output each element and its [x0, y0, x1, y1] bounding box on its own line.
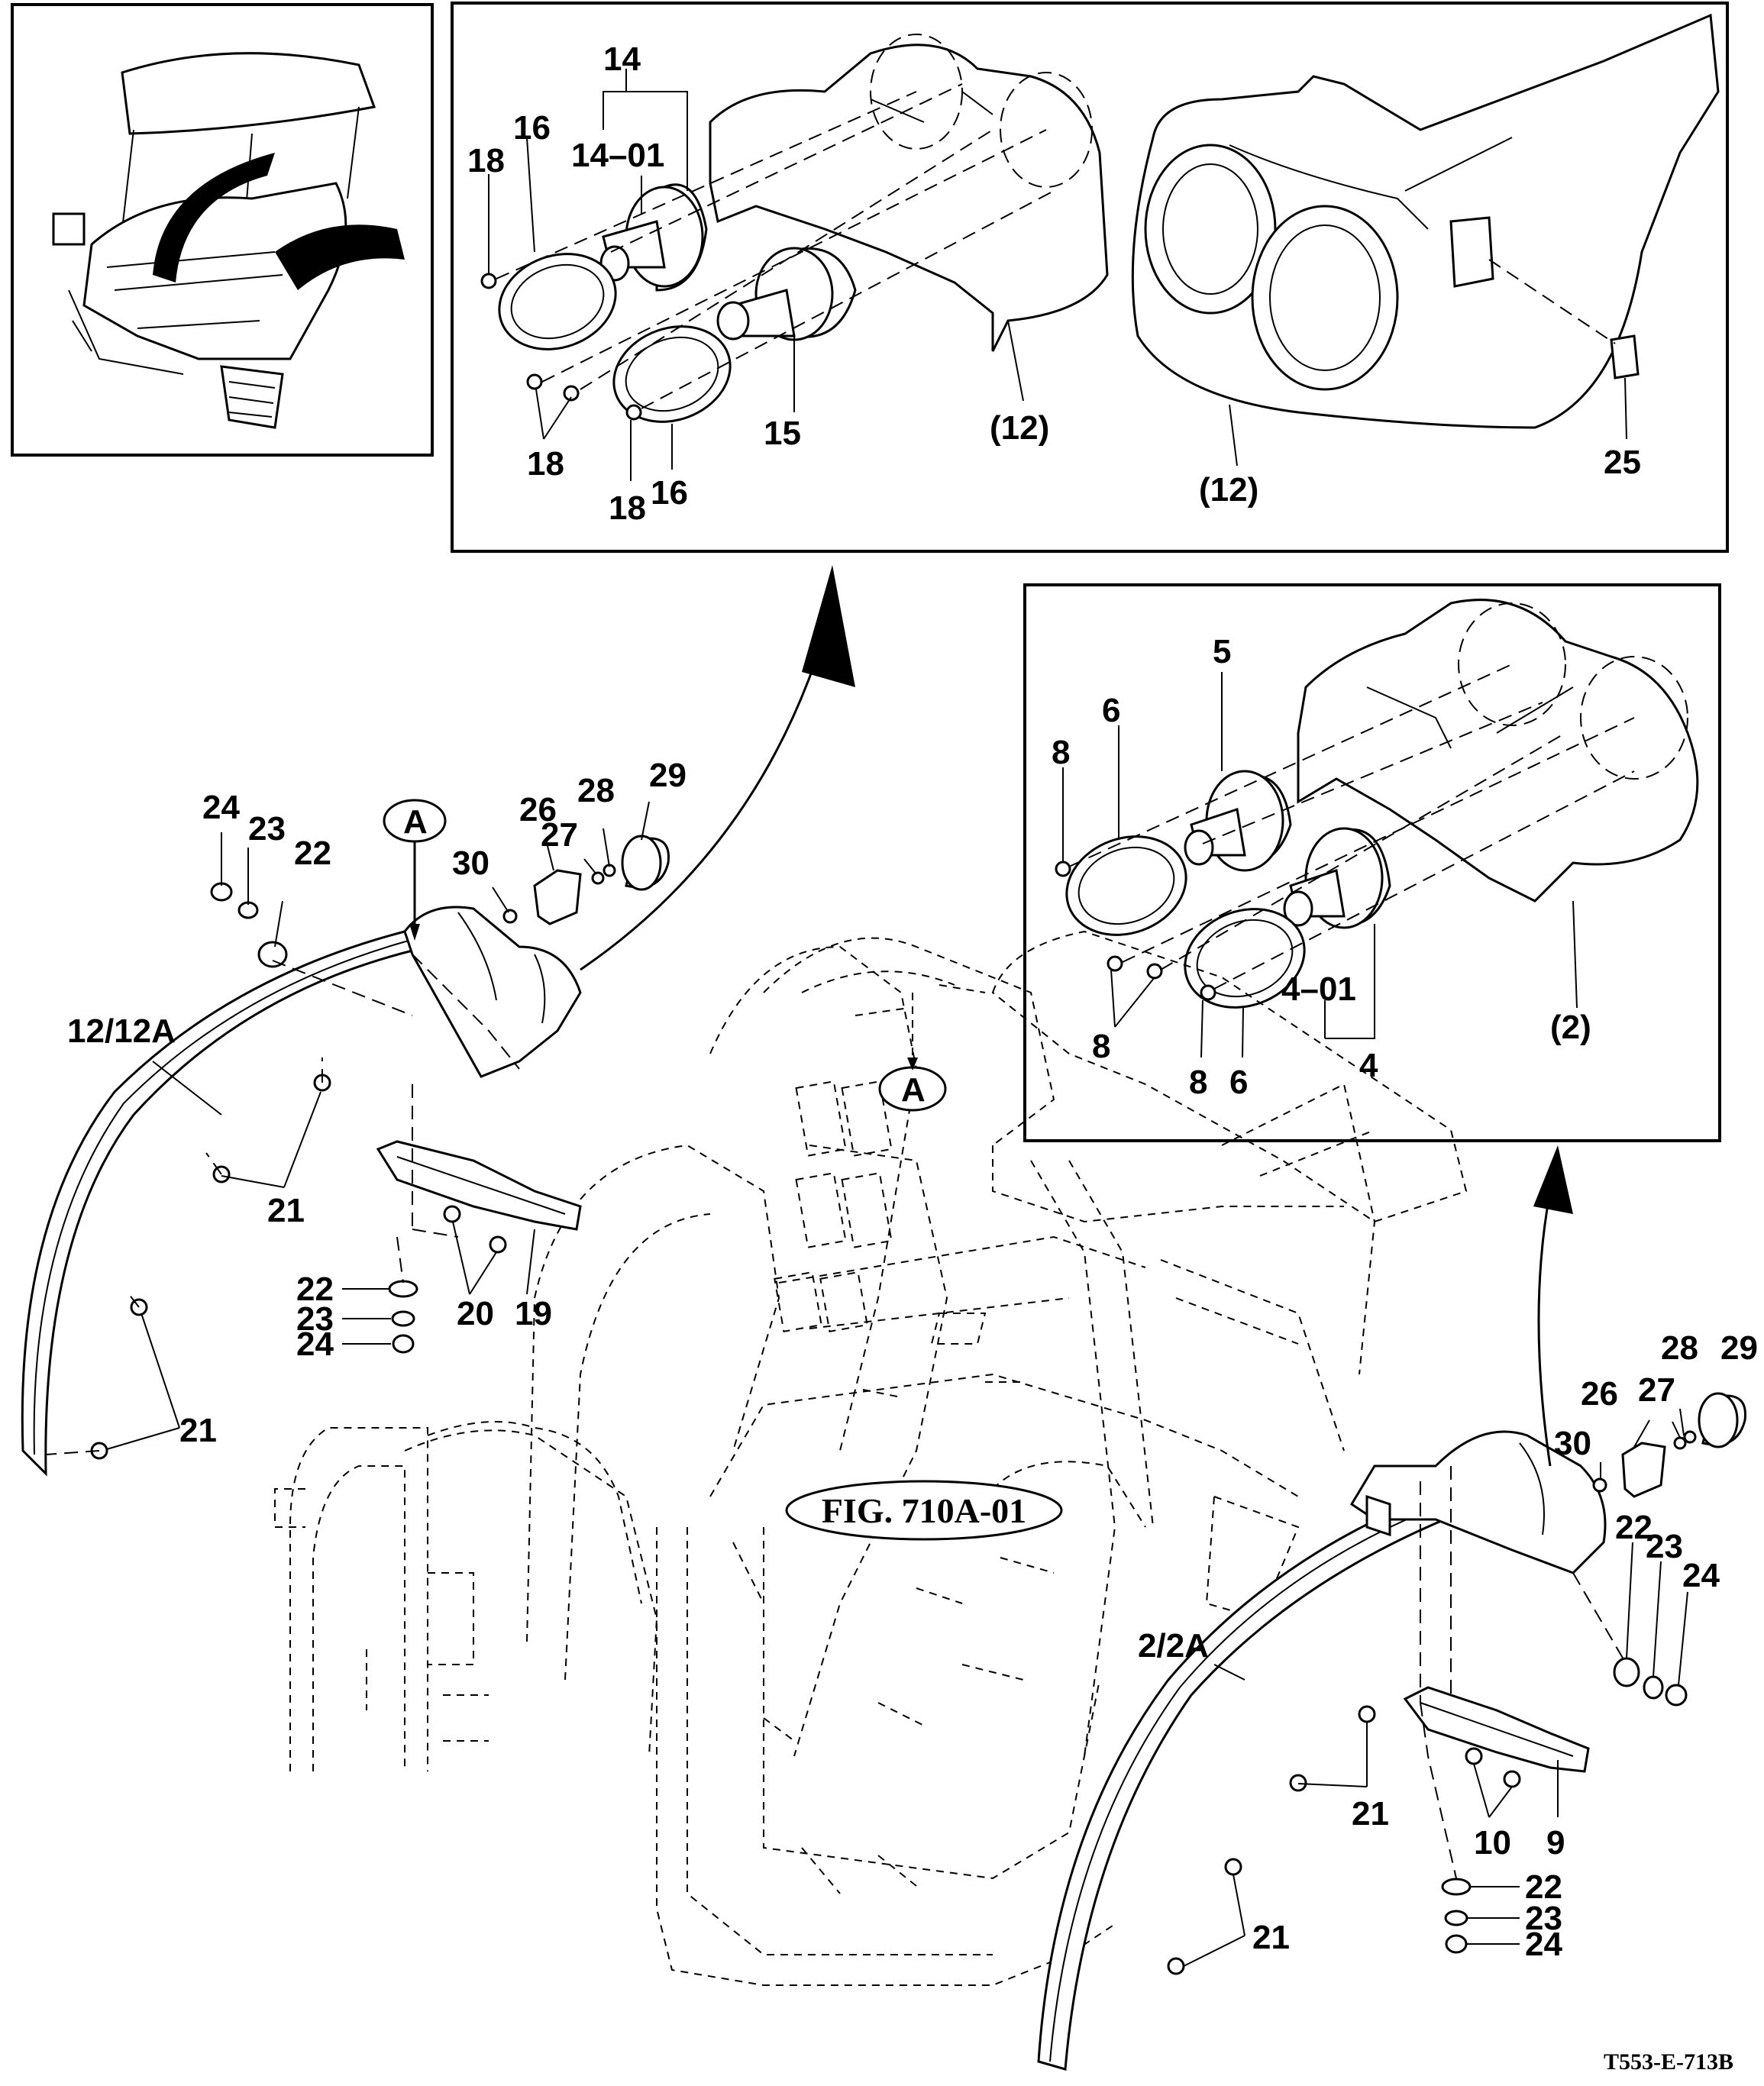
left-fender-assembly [21, 799, 670, 1477]
callout-30-left: 30 [452, 844, 489, 882]
callout-21-upper-left: 21 [267, 1192, 305, 1229]
callout-10: 10 [1474, 1824, 1511, 1862]
callout-27-right: 27 [1638, 1371, 1675, 1409]
callout-18-top: 18 [467, 142, 505, 179]
callout-4-01: 4–01 [1281, 970, 1356, 1008]
callout-28-right: 28 [1661, 1329, 1698, 1367]
callout-12-right: (12) [1199, 471, 1258, 509]
callout-28-left: 28 [577, 772, 615, 809]
figure-reference: FIG. 710A-01 [822, 1491, 1026, 1530]
figure-reference-callout: FIG. 710A-01 [785, 1480, 1063, 1541]
callout-21-lower-right: 21 [1252, 1919, 1290, 1956]
callout-25: 25 [1604, 444, 1641, 481]
callout-23-right: 23 [1646, 1528, 1683, 1565]
callout-16-bottom: 16 [651, 474, 688, 512]
callout-22-lower-left: 22 [296, 1271, 334, 1308]
callout-20: 20 [457, 1295, 494, 1332]
callout-27-left: 27 [541, 816, 578, 854]
view-marker-a-left: A [403, 803, 428, 841]
callout-8-bottom: 8 [1189, 1064, 1207, 1101]
callout-26-right: 26 [1581, 1375, 1618, 1413]
callout-5: 5 [1213, 633, 1231, 670]
callout-4: 4 [1359, 1047, 1378, 1084]
right-fender-assembly [1037, 1392, 1746, 2071]
rear-lamp-assembly [480, 13, 1720, 429]
callout-12-left: (12) [990, 409, 1049, 447]
callout-22-top: 22 [294, 835, 331, 872]
cab-frame-phantom [274, 930, 1468, 1986]
callout-6-top: 6 [1102, 692, 1120, 729]
callout-14-01: 14–01 [571, 137, 664, 174]
callout-arrows [580, 565, 1573, 1467]
callout-23-top: 23 [248, 810, 286, 848]
view-marker-frame [878, 993, 947, 1112]
callout-16-top: 16 [513, 109, 551, 147]
callout-6-bottom: 6 [1229, 1064, 1248, 1101]
callout-18-bottom: 18 [609, 489, 646, 527]
callout-19: 19 [515, 1295, 552, 1332]
leader-lines [106, 69, 1688, 1967]
callout-23-lower-right: 23 [1525, 1900, 1562, 1937]
front-lamp-inset-frame [1023, 583, 1721, 1142]
callout-29-left: 29 [649, 757, 687, 794]
callout-22-right: 22 [1615, 1509, 1653, 1546]
callout-29-right: 29 [1720, 1329, 1758, 1367]
tractor-locator-thumbnail [52, 52, 405, 429]
callout-21-lower-left: 21 [179, 1412, 217, 1449]
rear-lamp-inset-frame [451, 2, 1729, 553]
callout-8-mid: 8 [1092, 1028, 1110, 1065]
callout-9: 9 [1546, 1824, 1565, 1862]
callout-2: (2) [1550, 1009, 1591, 1046]
callout-23-lower-left: 23 [296, 1300, 334, 1338]
callout-24-lower-left: 24 [296, 1326, 334, 1363]
callout-22-lower-right: 22 [1525, 1868, 1562, 1906]
callout-18-left: 18 [527, 445, 564, 483]
callout-24-right: 24 [1682, 1557, 1720, 1594]
callout-15: 15 [764, 415, 801, 452]
view-marker-a-frame: A [901, 1071, 926, 1109]
callout-26-left: 26 [519, 791, 557, 828]
callout-12-12a: 12/12A [67, 1012, 176, 1050]
callout-8-top: 8 [1052, 734, 1070, 771]
callout-14: 14 [603, 40, 641, 78]
callout-24-lower-right: 24 [1525, 1926, 1562, 1963]
callout-30-right: 30 [1554, 1425, 1591, 1462]
callout-24-top: 24 [202, 789, 240, 826]
callout-21-upper-right: 21 [1352, 1795, 1389, 1833]
locator-inset-frame [11, 3, 434, 457]
front-lamp-assembly [1055, 599, 1699, 1009]
callout-2-2a: 2/2A [1138, 1627, 1209, 1665]
drawing-code: T553-E-713B [1604, 2049, 1733, 2075]
